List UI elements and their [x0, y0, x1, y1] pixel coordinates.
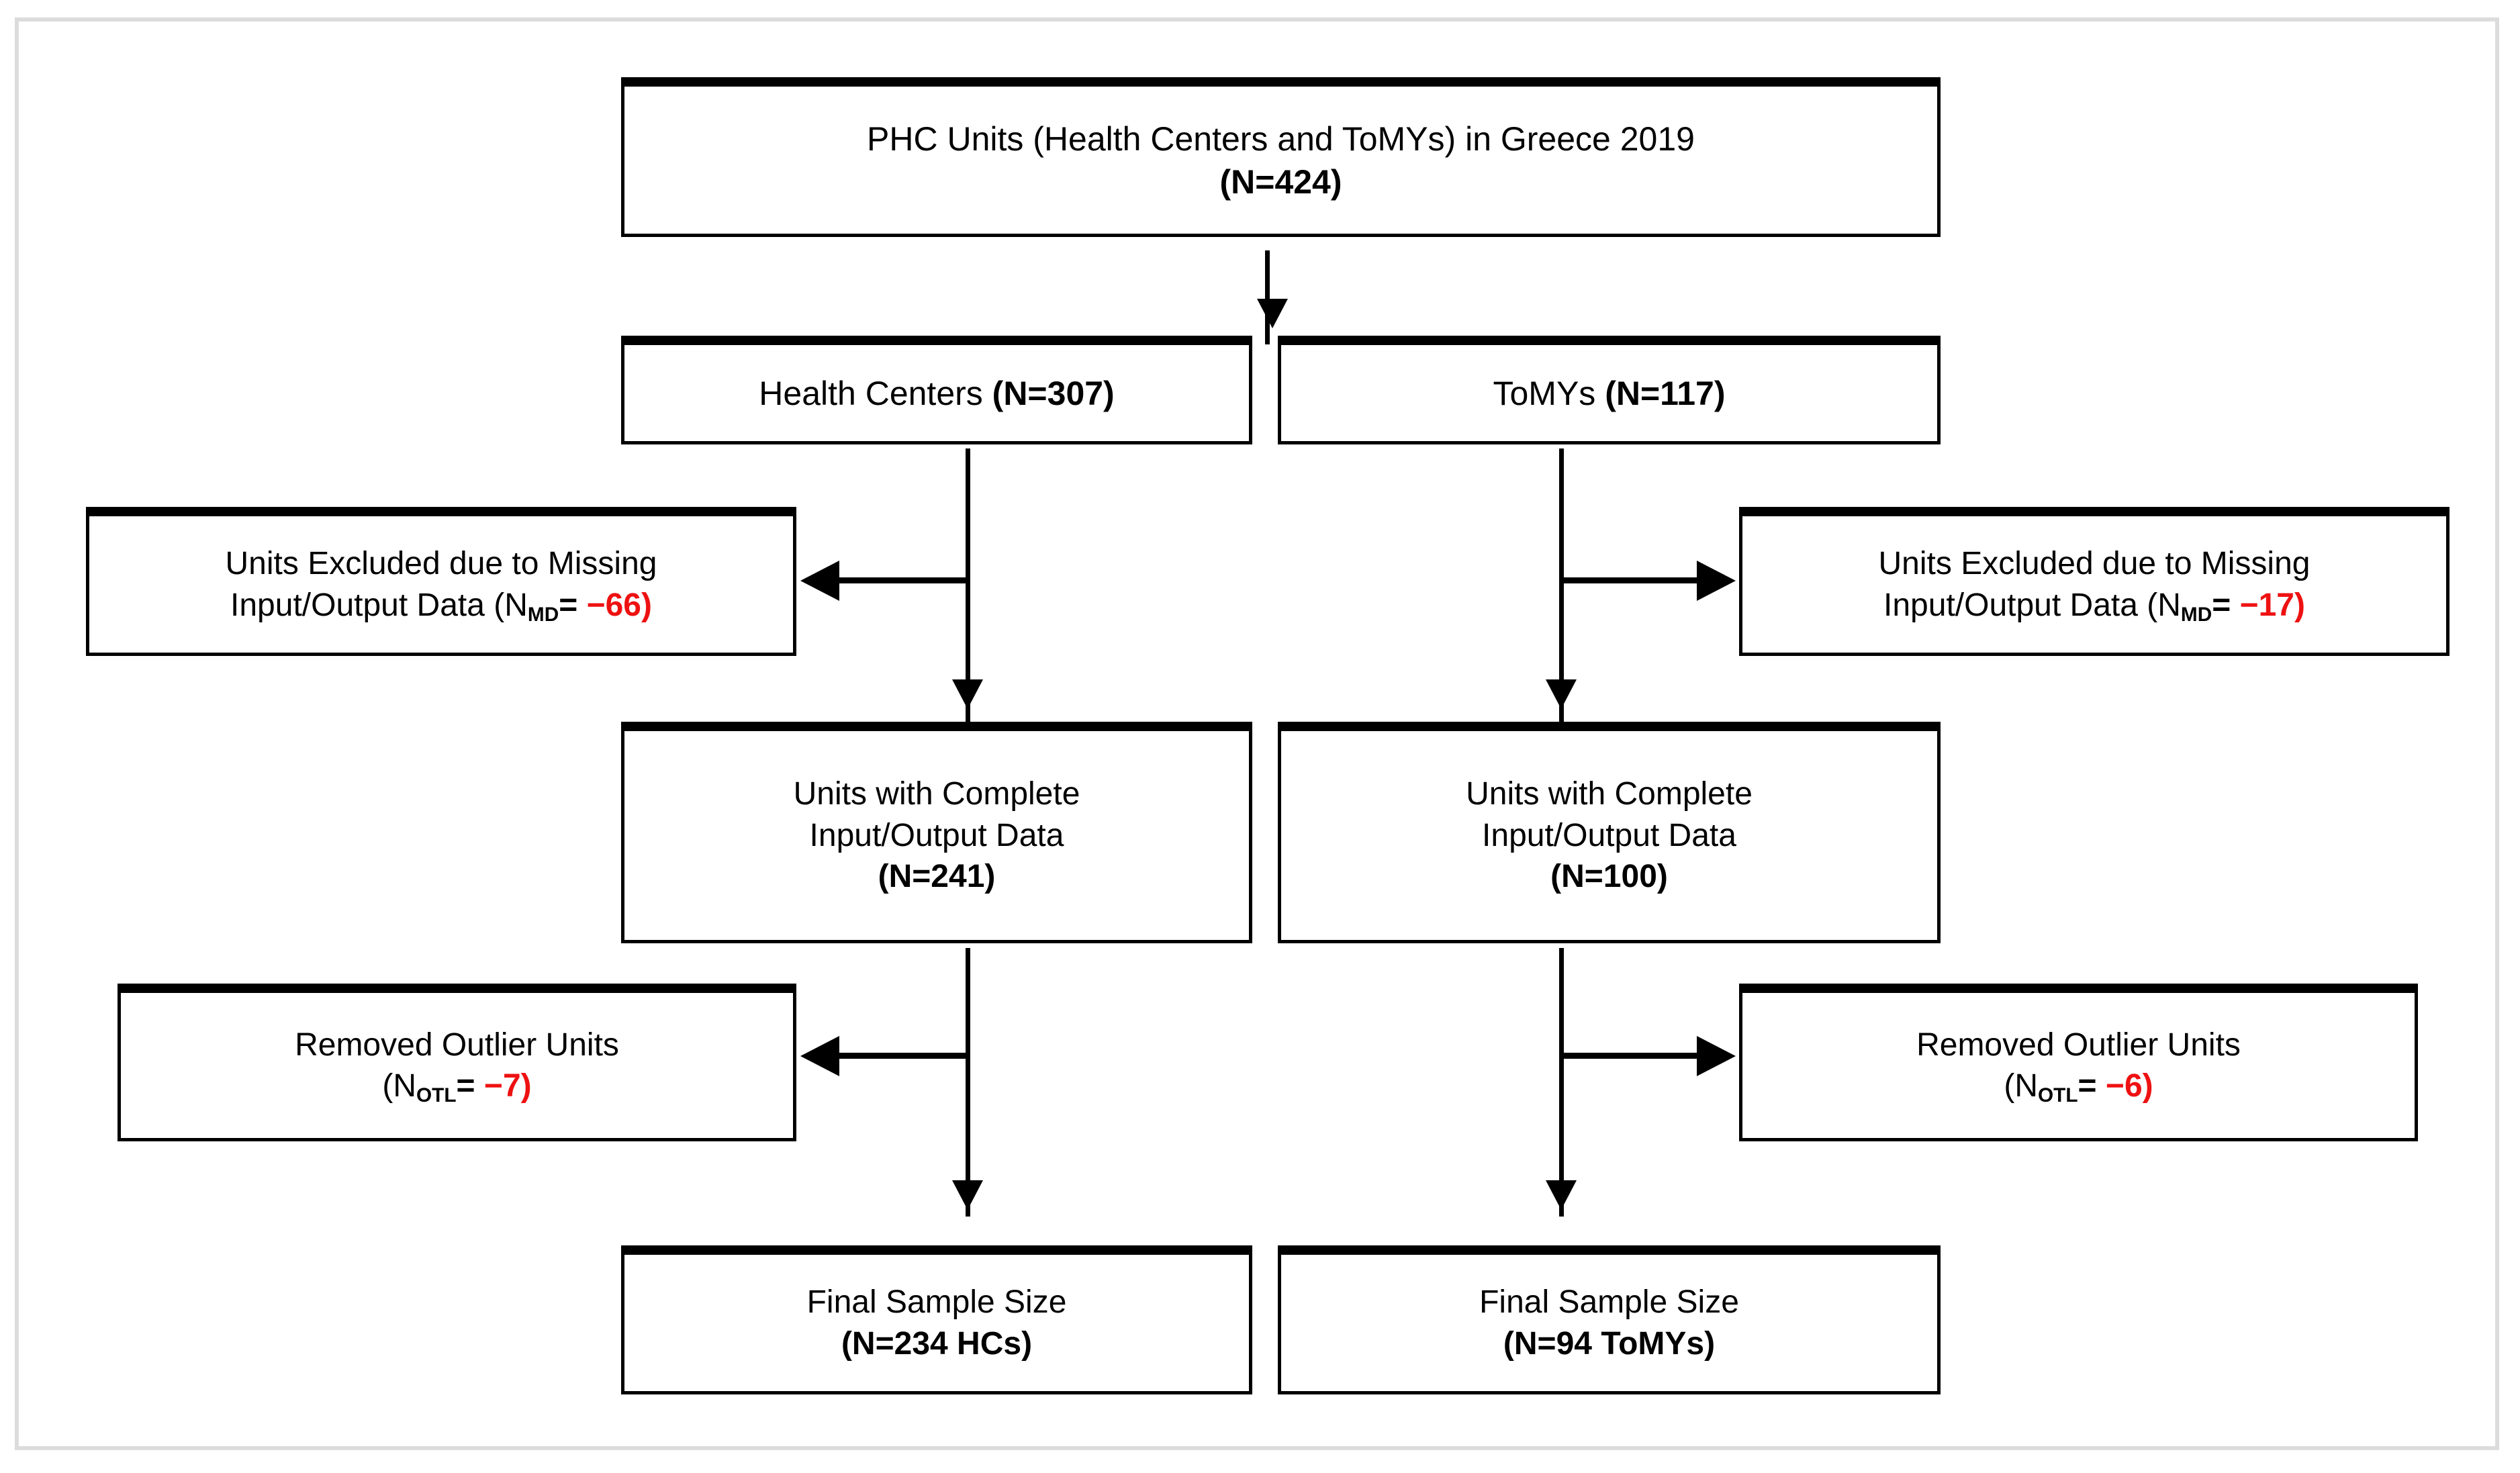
node-final-tomys-line1: Final Sample Size: [1479, 1284, 1739, 1321]
node-excluded-tomys-line1: Units Excluded due to Missing: [1878, 546, 2311, 582]
node-complete-hc-line1: Units with Complete: [793, 776, 1080, 812]
arrowhead-tomys-to-complete: [1546, 679, 1577, 709]
node-tomys-count: (N=117): [1605, 374, 1726, 412]
node-tomys[interactable]: ToMYs (N=117): [1278, 336, 1944, 457]
arrowhead-hc-to-final: [952, 1180, 983, 1210]
connector-hc-outliers: [836, 1053, 970, 1059]
node-excluded-missing-hc[interactable]: Units Excluded due to Missing Input/Outp…: [86, 507, 800, 669]
node-outliers-tomys-prefix: (N: [2004, 1068, 2039, 1104]
node-complete-hc-count: (N=241): [878, 859, 996, 895]
node-health-centers-count: (N=307): [992, 374, 1115, 412]
node-total-count: (N=424): [1219, 162, 1342, 201]
node-final-sample-tomys[interactable]: Final Sample Size (N=94 ToMYs): [1278, 1245, 1944, 1407]
connector-total-to-split: [1265, 250, 1270, 344]
node-complete-data-hc[interactable]: Units with Complete Input/Output Data (N…: [621, 722, 1256, 956]
connector-tomys-trunk: [1559, 448, 1564, 724]
node-tomys-label: ToMYs: [1493, 374, 1605, 412]
node-final-tomys-count: (N=94 ToMYs): [1503, 1325, 1716, 1362]
connector-hc-excluded: [836, 577, 970, 583]
node-excluded-hc-line2: Input/Output Data (NMD= −66): [230, 585, 652, 626]
node-excluded-hc-subscript: MD: [527, 603, 559, 626]
node-outliers-hc-equals: =: [456, 1068, 484, 1104]
node-outliers-hc-line2: (NOTL= −7): [382, 1065, 531, 1106]
arrowhead-hc-outliers: [800, 1036, 839, 1076]
node-outliers-hc-value: −7): [483, 1068, 532, 1104]
node-removed-outliers-tomys[interactable]: Removed Outlier Units (NOTL= −6): [1739, 984, 2421, 1154]
node-outliers-tomys-line1: Removed Outlier Units: [1916, 1027, 2241, 1063]
node-removed-outliers-hc[interactable]: Removed Outlier Units (NOTL= −7): [118, 984, 800, 1154]
outer-frame-border: [15, 17, 2499, 1450]
node-final-sample-hc[interactable]: Final Sample Size (N=234 HCs): [621, 1245, 1256, 1407]
node-outliers-hc-prefix: (N: [382, 1068, 417, 1104]
node-tomys-line: ToMYs (N=117): [1493, 372, 1726, 415]
node-excluded-hc-value: −66): [586, 587, 652, 623]
arrowhead-tomys-excluded: [1697, 561, 1736, 601]
connector-tomys-excluded: [1564, 577, 1698, 583]
node-health-centers-line: Health Centers (N=307): [759, 372, 1114, 415]
node-excluded-tomys-prefix: Input/Output Data (N: [1883, 587, 2181, 623]
arrowhead-hc-to-complete: [952, 679, 983, 709]
connector-hc-complete-trunk: [966, 948, 970, 1217]
node-excluded-missing-tomys[interactable]: Units Excluded due to Missing Input/Outp…: [1739, 507, 2453, 669]
node-complete-hc-line2: Input/Output Data: [809, 817, 1064, 853]
node-complete-tomys-count: (N=100): [1550, 859, 1668, 895]
node-excluded-hc-prefix: Input/Output Data (N: [230, 587, 528, 623]
node-final-hc-count: (N=234 HCs): [841, 1325, 1033, 1362]
node-outliers-tomys-subscript: OTL: [2038, 1084, 2078, 1107]
arrowhead-hc-excluded: [800, 561, 839, 601]
connector-tomys-outliers: [1564, 1053, 1698, 1059]
node-excluded-tomys-equals: =: [2212, 587, 2240, 623]
node-excluded-tomys-line2: Input/Output Data (NMD= −17): [1883, 585, 2305, 626]
node-outliers-tomys-value: −6): [2105, 1068, 2153, 1104]
node-excluded-tomys-value: −17): [2239, 587, 2305, 623]
arrowhead-tomys-outliers: [1697, 1036, 1736, 1076]
node-total-line1: PHC Units (Health Centers and ToMYs) in …: [867, 120, 1695, 158]
arrowhead-tomys-to-final: [1546, 1180, 1577, 1210]
node-excluded-hc-line1: Units Excluded due to Missing: [225, 546, 657, 582]
node-health-centers-label: Health Centers: [759, 374, 992, 412]
connector-hc-trunk: [966, 448, 970, 724]
arrowhead-total-to-split: [1257, 299, 1288, 328]
node-excluded-tomys-subscript: MD: [2180, 603, 2212, 626]
node-outliers-hc-subscript: OTL: [416, 1084, 457, 1107]
node-outliers-tomys-line2: (NOTL= −6): [2004, 1065, 2153, 1106]
node-outliers-tomys-equals: =: [2078, 1068, 2106, 1104]
node-health-centers[interactable]: Health Centers (N=307): [621, 336, 1256, 457]
node-outliers-hc-line1: Removed Outlier Units: [295, 1027, 619, 1063]
node-complete-data-tomys[interactable]: Units with Complete Input/Output Data (N…: [1278, 722, 1944, 956]
node-complete-tomys-line2: Input/Output Data: [1482, 817, 1736, 853]
connector-tomys-complete-trunk: [1559, 948, 1564, 1217]
node-complete-tomys-line1: Units with Complete: [1466, 776, 1753, 812]
node-excluded-hc-equals: =: [559, 587, 587, 623]
node-final-hc-line1: Final Sample Size: [806, 1284, 1067, 1321]
node-total-phc-units[interactable]: PHC Units (Health Centers and ToMYs) in …: [621, 77, 1944, 250]
